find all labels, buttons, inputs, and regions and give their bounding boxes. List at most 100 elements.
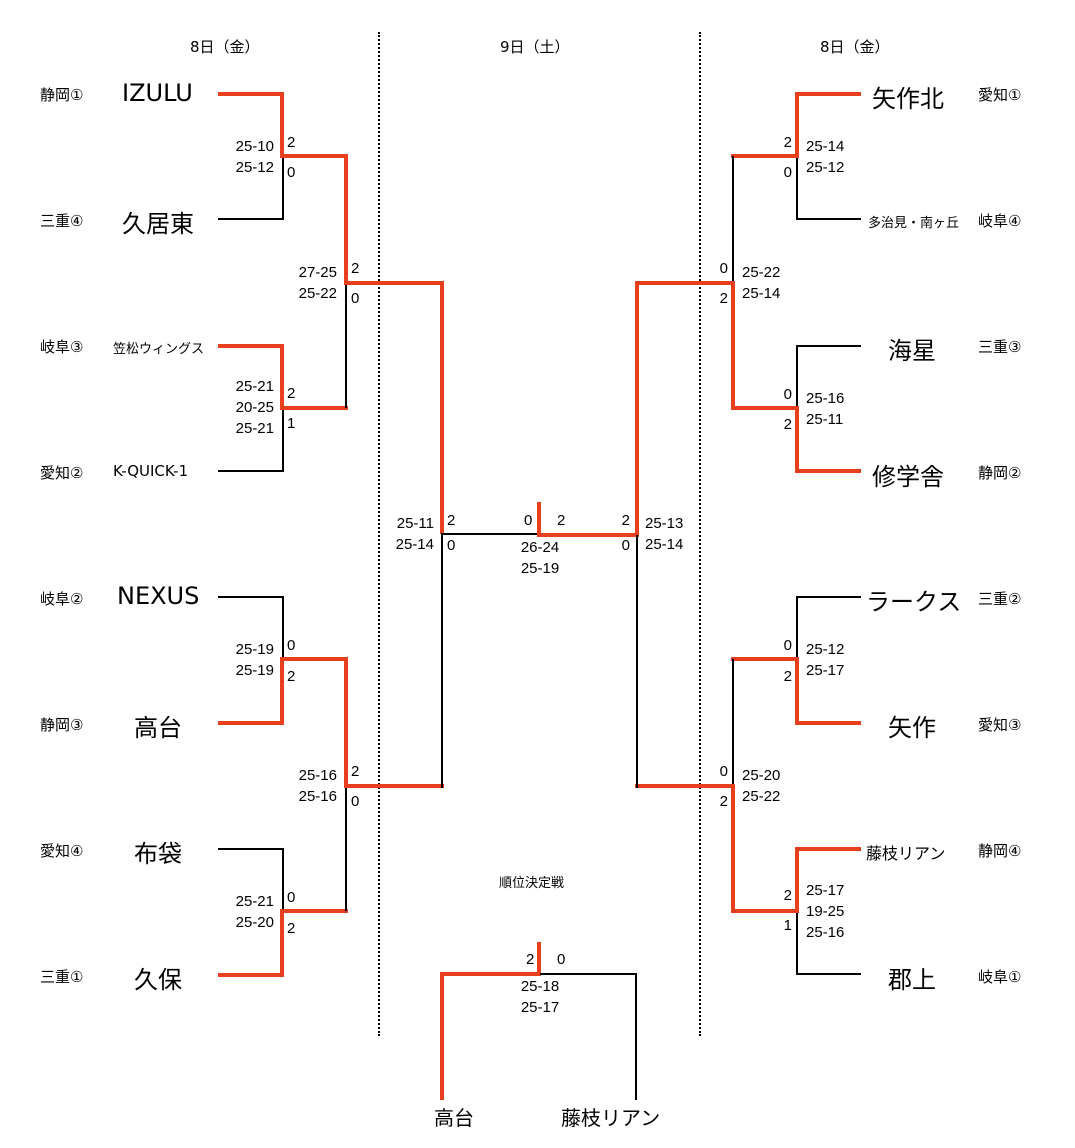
winner-line — [795, 847, 799, 913]
loser-line — [282, 848, 284, 912]
loser-line — [218, 596, 284, 598]
team-pref: 三重④ — [40, 212, 84, 230]
winner-line — [280, 657, 284, 725]
winner-line — [280, 92, 284, 158]
loser-line — [218, 218, 284, 220]
loser-line — [732, 659, 734, 787]
placement-winner-line — [537, 942, 541, 976]
loser-line — [345, 282, 347, 408]
team-name: 矢作 — [888, 714, 936, 742]
winner-line — [280, 344, 284, 410]
loser-line — [636, 535, 638, 788]
loser-line — [796, 973, 861, 975]
team-name: ラークス — [866, 588, 962, 616]
loser-line — [282, 408, 284, 472]
team-name: 高台 — [134, 714, 182, 742]
sets-won: 0 — [287, 637, 296, 654]
team-pref: 岐阜① — [978, 968, 1022, 986]
team-name: 久居東 — [122, 210, 194, 238]
winner-line — [731, 281, 735, 410]
team-name: 修学舎 — [872, 463, 944, 491]
sets-won: 2 — [719, 793, 728, 810]
sets-won: 2 — [621, 512, 630, 529]
loser-line — [282, 156, 284, 220]
sets-won: 2 — [783, 668, 792, 685]
winner-line — [795, 406, 799, 473]
sets-won: 2 — [526, 951, 535, 968]
placement-left-team: 高台 — [434, 1106, 474, 1130]
loser-line — [732, 156, 734, 284]
left-day-header: 8日（金） — [190, 38, 260, 56]
team-name: 郡上 — [888, 966, 936, 994]
sets-won: 0 — [447, 537, 456, 554]
team-pref: 愛知④ — [40, 842, 84, 860]
team-pref: 静岡① — [40, 86, 84, 104]
loser-line — [796, 345, 861, 347]
sets-won: 2 — [287, 134, 296, 151]
team-pref: 静岡④ — [978, 842, 1022, 860]
winner-line — [344, 281, 444, 285]
winner-line — [795, 92, 861, 96]
loser-line — [796, 911, 798, 975]
team-pref: 静岡② — [978, 464, 1022, 482]
sets-won: 0 — [524, 512, 533, 529]
winner-line — [537, 533, 638, 537]
winner-line — [218, 973, 284, 977]
placement-title: 順位決定戦 — [499, 876, 565, 891]
sets-won: 0 — [783, 386, 792, 403]
winner-line — [344, 784, 444, 788]
sets-won: 2 — [783, 134, 792, 151]
winner-line — [731, 784, 735, 913]
sets-won: 2 — [287, 385, 296, 402]
team-pref: 岐阜④ — [978, 212, 1022, 230]
winner-line — [218, 721, 284, 725]
loser-line — [218, 470, 284, 472]
team-pref: 愛知① — [978, 86, 1022, 104]
team-pref: 静岡③ — [40, 716, 84, 734]
loser-line — [796, 156, 798, 220]
left-day-divider — [378, 32, 380, 1036]
sets-won: 0 — [351, 793, 360, 810]
winner-line — [731, 909, 799, 913]
team-name: 笠松ウィングス — [113, 342, 205, 357]
loser-line — [796, 345, 798, 409]
winner-line — [218, 344, 284, 348]
winner-line — [731, 406, 799, 410]
winner-line — [280, 406, 348, 410]
team-name: K-QUICK-1 — [113, 462, 189, 480]
team-pref: 三重② — [978, 590, 1022, 608]
sets-won: 1 — [783, 917, 792, 934]
team-name: 矢作北 — [872, 85, 944, 113]
winner-line — [440, 972, 444, 1100]
winner-line — [731, 657, 799, 661]
sets-won: 2 — [557, 512, 566, 529]
team-name: 布袋 — [134, 840, 182, 868]
winner-line — [280, 657, 348, 661]
winner-line — [218, 92, 284, 96]
loser-line — [796, 596, 861, 598]
sets-won: 0 — [783, 164, 792, 181]
sets-won: 0 — [719, 763, 728, 780]
winner-line — [635, 784, 735, 788]
sets-won: 0 — [557, 951, 566, 968]
winner-line — [795, 847, 861, 851]
team-name: NEXUS — [117, 582, 200, 610]
team-pref: 愛知③ — [978, 716, 1022, 734]
winner-line — [440, 972, 541, 976]
team-pref: 三重③ — [978, 338, 1022, 356]
winner-line — [635, 281, 735, 285]
loser-line — [218, 848, 284, 850]
winner-line — [795, 469, 861, 473]
winner-line — [440, 281, 444, 534]
team-pref: 岐阜③ — [40, 338, 84, 356]
loser-line — [635, 973, 637, 1100]
winner-line — [344, 657, 348, 787]
